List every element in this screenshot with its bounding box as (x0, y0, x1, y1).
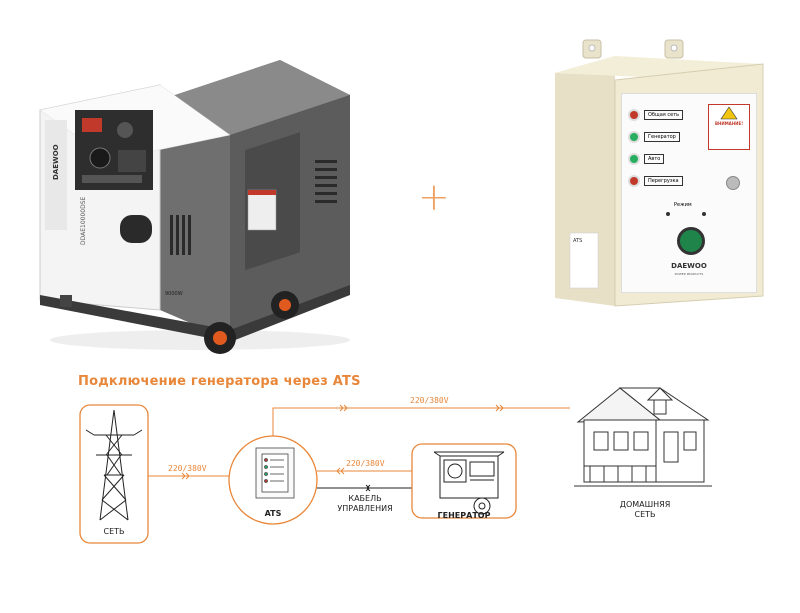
ats-faceplate: Общая сеть Генератор Авто Перегрузка ВНИ… (621, 93, 757, 293)
warning-label: ВНИМАНИЕ! (708, 104, 750, 150)
warning-title: ВНИМАНИЕ! (714, 121, 744, 126)
control-cable-label: КАБЕЛЬ УПРАВЛЕНИЯ (325, 494, 405, 514)
arrow-chevron-icon (181, 472, 190, 480)
ats-to-home-voltage: 220/380V (410, 396, 449, 405)
control-cable-line1: КАБЕЛЬ (348, 494, 382, 503)
generator-rating-text: 9000W (165, 291, 183, 297)
grid-node-label: СЕТЬ (103, 527, 125, 536)
ats-node-label: ATS (264, 509, 282, 518)
ats-cabinet-image: Общая сеть Генератор Авто Перегрузка ВНИ… (555, 38, 765, 318)
indicator-auto: Авто (630, 148, 683, 170)
indicator-light-icon (630, 133, 638, 141)
generator-node-label: ГЕНЕРАТОР (437, 511, 491, 520)
ats-indicator-list: Общая сеть Генератор Авто Перегрузка (630, 104, 684, 192)
indicator-grid: Общая сеть (630, 104, 684, 126)
grid-to-ats-voltage: 220/380V (168, 464, 207, 473)
ats-brand-sub: POWER PRODUCTS (674, 272, 704, 276)
indicator-label: Перегрузка (644, 176, 683, 186)
generator-model-text: DDAE10000DSE (80, 196, 87, 245)
indicator-light-icon (630, 111, 638, 119)
generator-frame-icon (433, 451, 505, 515)
arrow-chevron-icon (365, 484, 371, 492)
green-push-button (677, 227, 705, 255)
indicator-label: Авто (644, 154, 665, 164)
warning-triangle-icon (720, 106, 738, 120)
arrow-chevron-icon (339, 404, 504, 412)
mode-label: Режим (674, 202, 692, 208)
house-icon (574, 387, 712, 487)
ats-brand: DAEWOO (671, 262, 707, 270)
indicator-light-icon (630, 177, 638, 185)
generator-brand-text: DAEWOO (52, 144, 60, 180)
indicator-label: Генератор (644, 132, 680, 142)
home-network-label: ДОМАШНЯЯ СЕТЬ (600, 500, 690, 520)
control-cable-line2: УПРАВЛЕНИЯ (337, 504, 393, 513)
plus-sign: + (418, 175, 450, 219)
indicator-generator: Генератор (630, 126, 683, 148)
power-pylon-icon (85, 409, 143, 521)
ats-box-icon (255, 447, 295, 499)
ats-side-label: ATS (573, 238, 583, 244)
indicator-overload: Перегрузка (630, 170, 683, 192)
indicator-light-icon (630, 155, 638, 163)
diagram-title: Подключение генератора через ATS (78, 374, 361, 389)
arrow-chevron-icon (336, 467, 345, 475)
key-switch-icon (726, 176, 740, 190)
home-network-line1: ДОМАШНЯЯ (619, 500, 671, 509)
generator-product-image: DAEWOO DDAE10000DSE 9000W (30, 40, 370, 360)
home-network-line2: СЕТЬ (634, 510, 656, 519)
indicator-label: Общая сеть (644, 110, 684, 120)
gen-to-ats-voltage: 220/380V (346, 459, 385, 468)
grid-node-box (79, 404, 149, 544)
generator-node-box (411, 443, 517, 519)
mode-switch (662, 212, 710, 218)
